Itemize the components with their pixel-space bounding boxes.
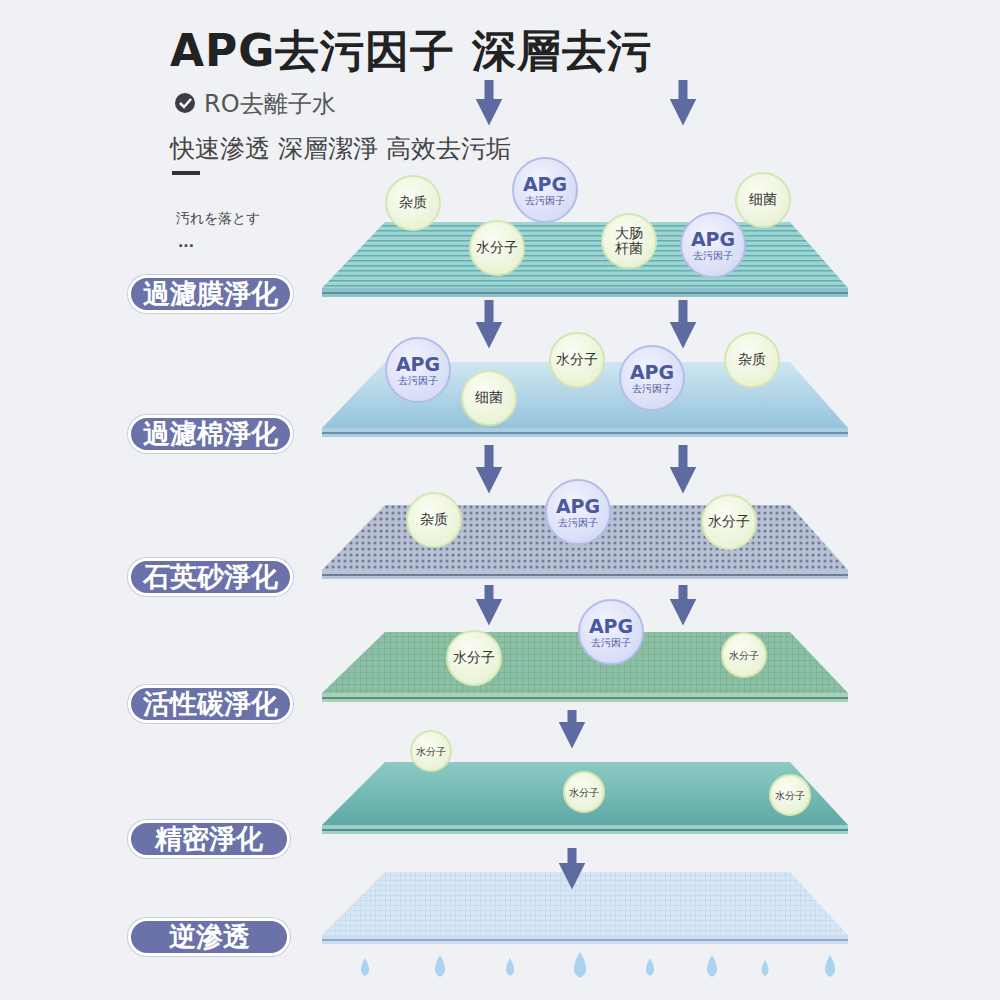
stage-label: 石英砂淨化 xyxy=(128,558,293,596)
particle-bubble: 杂质 xyxy=(385,175,441,231)
node-text: 水分子 xyxy=(416,746,446,757)
particle-bubble: 水分子 xyxy=(769,774,811,816)
node-text: 石英砂淨化 xyxy=(143,559,278,595)
particle-bubble: 细菌 xyxy=(735,172,791,228)
title: APG去污因子 深層去污 xyxy=(170,22,652,81)
node-text: 去污因子 xyxy=(558,517,598,528)
node-text: APG xyxy=(523,174,567,195)
apg-bubble: APG去污因子 xyxy=(512,157,578,223)
node-text: 去污因子 xyxy=(398,375,438,386)
apg-bubble: APG去污因子 xyxy=(545,479,611,545)
node-text: 细菌 xyxy=(749,192,777,207)
stage-label: 活性碳淨化 xyxy=(128,685,293,723)
node-text: 水分子 xyxy=(729,650,759,661)
node-text: APG xyxy=(691,229,735,250)
node-text: 杂质 xyxy=(738,352,766,367)
node-text: 去污因子 xyxy=(693,250,733,261)
apg-bubble: APG去污因子 xyxy=(619,345,685,411)
stage-label: 過濾膜淨化 xyxy=(128,275,293,313)
node-text: 去污因子 xyxy=(591,637,631,648)
node-text: 水分子 xyxy=(775,790,805,801)
particle-bubble: 大肠 杆菌 xyxy=(601,213,657,269)
stage-label: 過濾棉淨化 xyxy=(128,415,293,453)
node-text: 水分子 xyxy=(476,240,518,255)
node-text: 杂质 xyxy=(399,195,427,210)
stage-label: 精密淨化 xyxy=(128,820,290,858)
note-label: RO去離子水 xyxy=(204,88,336,120)
node-text: 精密淨化 xyxy=(155,821,263,857)
particle-bubble: 水分子 xyxy=(721,632,767,678)
particle-bubble: 杂质 xyxy=(406,492,462,548)
note-label: 汚れを落とす xyxy=(176,210,260,228)
note-label: 快速滲透 深層潔淨 高效去污垢 xyxy=(170,132,511,165)
particle-bubble: 水分子 xyxy=(563,771,605,813)
node-text: APG xyxy=(396,354,440,375)
particle-bubble: 细菌 xyxy=(461,370,517,426)
node-text: 细菌 xyxy=(475,390,503,405)
node-text: 過濾膜淨化 xyxy=(143,276,278,312)
node-text: 水分子 xyxy=(708,514,750,529)
apg-bubble: APG去污因子 xyxy=(680,212,746,278)
particle-bubble: 水分子 xyxy=(549,332,605,388)
node-text: 水分子 xyxy=(453,650,495,665)
node-text: APG xyxy=(589,616,633,637)
particle-bubble: 水分子 xyxy=(469,220,525,276)
divider xyxy=(172,171,200,175)
node-text: 去污因子 xyxy=(632,383,672,394)
node-text: 逆滲透 xyxy=(169,919,250,955)
note-label: ... xyxy=(178,234,194,250)
particle-bubble: 杂质 xyxy=(724,332,780,388)
node-text: 水分子 xyxy=(556,352,598,367)
node-text: APG xyxy=(556,496,600,517)
apg-bubble: APG去污因子 xyxy=(385,337,451,403)
node-text: 去污因子 xyxy=(525,195,565,206)
apg-bubble: APG去污因子 xyxy=(578,599,644,665)
particle-bubble: 水分子 xyxy=(410,730,452,772)
node-text: 杂质 xyxy=(420,512,448,527)
down-arrow xyxy=(489,80,683,876)
node-text: 活性碳淨化 xyxy=(143,686,278,722)
check-icon xyxy=(175,93,195,113)
node-text: 大肠 杆菌 xyxy=(614,226,645,257)
particle-bubble: 水分子 xyxy=(446,630,502,686)
particle-bubble: 水分子 xyxy=(701,494,757,550)
water-drop xyxy=(361,952,835,978)
node-text: APG xyxy=(630,362,674,383)
node-text: 過濾棉淨化 xyxy=(143,416,278,452)
node-text: 水分子 xyxy=(569,787,599,798)
stage-label: 逆滲透 xyxy=(128,918,290,956)
layer xyxy=(322,222,848,944)
